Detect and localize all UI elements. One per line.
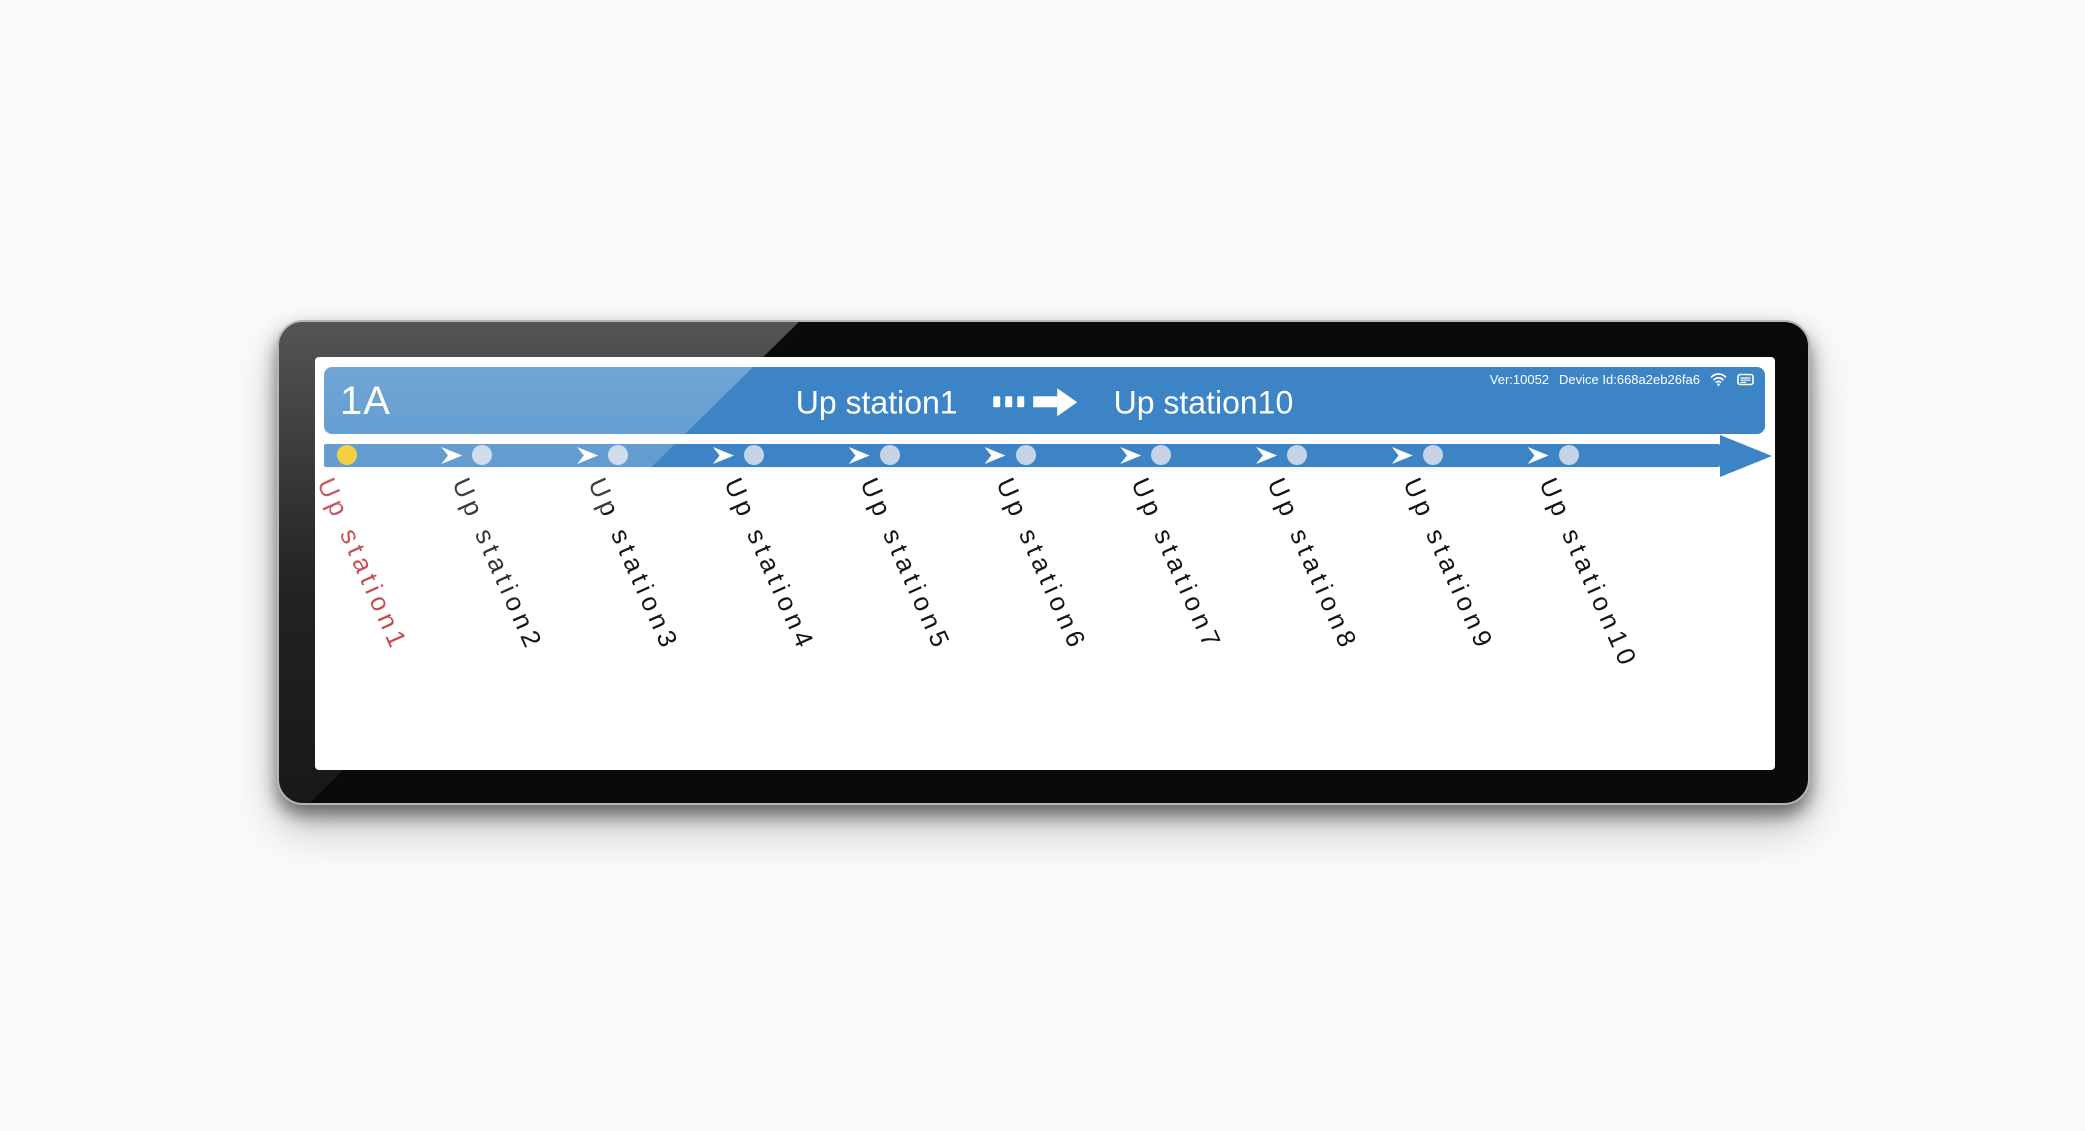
arrow-dash [1017, 396, 1025, 408]
wifi-icon [1710, 373, 1727, 386]
station-label: Up station2 [446, 473, 550, 656]
device-id-label: Device Id:668a2eb26fa6 [1559, 371, 1700, 387]
station-dot [1287, 445, 1308, 465]
arrow-dash [993, 396, 1001, 408]
destination-station-label: Up station10 [1113, 383, 1294, 420]
station-label: Up station10 [1533, 473, 1645, 674]
route-header: 1A Up station1 Up station10 Ver:10052 De… [324, 367, 1765, 434]
usb-storage-icon [1737, 373, 1754, 385]
station-dot [1422, 445, 1443, 465]
station-label: Up station6 [989, 473, 1094, 656]
display-screen: 1A Up station1 Up station10 Ver:10052 De… [310, 357, 1775, 770]
station-dot [1151, 445, 1172, 465]
station-dot [879, 445, 900, 465]
route-arrowhead-icon [1720, 435, 1772, 477]
current-station-dot [336, 445, 357, 465]
direction-arrow-icon [993, 387, 1078, 416]
station-label: Up station3 [582, 473, 686, 656]
station-dot [1558, 445, 1579, 465]
route-direction: Up station1 Up station10 [796, 386, 1294, 418]
station-label: Up station5 [854, 473, 958, 656]
station-label: Up station4 [718, 473, 822, 656]
station-dot [472, 445, 493, 465]
station-label: Up station7 [1125, 473, 1229, 656]
arrow-dash [1005, 396, 1013, 408]
system-info: Ver:10052 Device Id:668a2eb26fa6 [1490, 372, 1754, 386]
arrow-shaft [1033, 396, 1058, 408]
version-label: Ver:10052 [1489, 371, 1550, 387]
station-dot [608, 445, 629, 465]
bus-led-display-device: 1A Up station1 Up station10 Ver:10052 De… [277, 320, 1810, 805]
origin-station-label: Up station1 [795, 383, 958, 420]
arrow-head [1057, 387, 1078, 416]
station-dot [743, 445, 764, 465]
route-number: 1A [340, 378, 391, 423]
station-dot [1015, 445, 1036, 465]
station-label: Up station8 [1261, 473, 1365, 656]
station-label: Up station9 [1397, 473, 1501, 656]
station-label: Up station1 [310, 473, 415, 656]
